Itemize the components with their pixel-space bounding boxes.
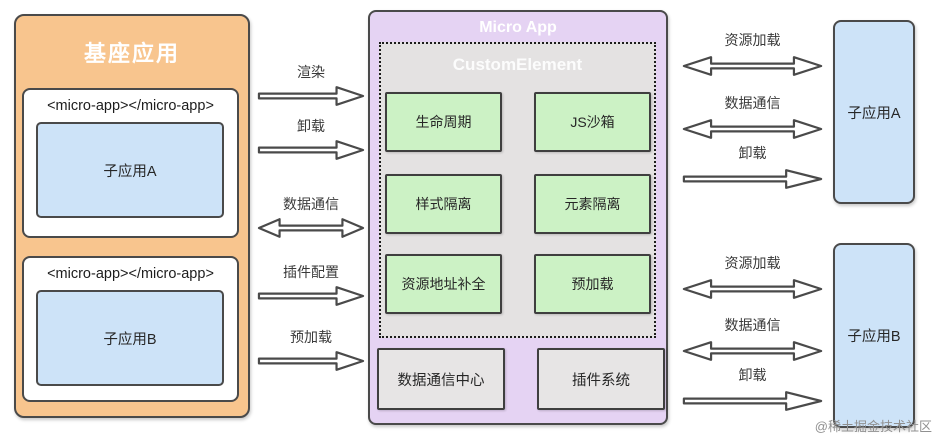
micro-app-title: Micro App <box>479 19 557 36</box>
micro-app-slot-a: <micro-app></micro-app> 子应用A <box>22 88 239 238</box>
base-app-title: 基座应用 <box>83 41 180 66</box>
flow-unmount: 卸载 <box>256 117 366 162</box>
feature-url-completion: 资源地址补全 <box>385 254 502 314</box>
base-app-panel: 基座应用 <micro-app></micro-app> 子应用A <micro… <box>14 14 250 418</box>
flow-b-data-communication: 数据通信 <box>680 316 825 363</box>
flow-b-unmount: 卸载 <box>680 366 825 413</box>
feature-preload: 预加载 <box>534 254 651 314</box>
arrow-right-icon <box>680 167 825 191</box>
module-plugin-system: 插件系统 <box>537 348 665 410</box>
flow-b-data-communication-label: 数据通信 <box>724 317 781 333</box>
feature-lifecycle: 生命周期 <box>385 92 502 152</box>
feature-element-isolation: 元素隔离 <box>534 174 651 234</box>
flow-unmount-label: 卸载 <box>297 118 325 134</box>
custom-element-title: CustomElement <box>452 55 583 74</box>
flow-render: 渲染 <box>256 63 366 108</box>
micro-app-panel: Micro App CustomElement 生命周期 JS沙箱 样式隔离 元… <box>368 10 668 425</box>
arrow-double-icon <box>680 117 825 141</box>
arrow-double-icon <box>680 277 825 301</box>
arrow-double-icon <box>256 216 366 240</box>
sub-app-a-embedded: 子应用A <box>36 122 224 218</box>
custom-element-box: CustomElement 生命周期 JS沙箱 样式隔离 元素隔离 资源地址补全… <box>379 42 656 338</box>
arrow-right-icon <box>680 389 825 413</box>
flow-render-label: 渲染 <box>297 64 325 80</box>
arrow-right-icon <box>256 349 366 373</box>
flow-preload: 预加载 <box>256 328 366 373</box>
watermark: @稀土掘金技术社区 <box>814 419 932 434</box>
sub-app-b-remote: 子应用B <box>833 243 915 428</box>
arrow-double-icon <box>680 54 825 78</box>
flow-a-data-communication: 数据通信 <box>680 94 825 141</box>
sub-app-a-remote: 子应用A <box>833 20 915 204</box>
feature-js-sandbox: JS沙箱 <box>534 92 651 152</box>
flow-a-resource-load: 资源加载 <box>680 31 825 78</box>
flow-a-data-communication-label: 数据通信 <box>724 95 781 111</box>
flow-data-communication: 数据通信 <box>256 195 366 240</box>
arrow-double-icon <box>680 339 825 363</box>
arrow-right-icon <box>256 284 366 308</box>
flow-a-unmount-label: 卸载 <box>738 145 767 161</box>
micro-app-tag-b: <micro-app></micro-app> <box>47 266 214 282</box>
sub-app-b-embedded: 子应用B <box>36 290 224 386</box>
flow-plugin-config-label: 插件配置 <box>283 264 339 280</box>
module-data-center: 数据通信中心 <box>377 348 505 410</box>
flow-a-resource-load-label: 资源加载 <box>724 32 781 48</box>
flow-b-resource-load-label: 资源加载 <box>724 255 781 271</box>
arrow-right-icon <box>256 138 366 162</box>
flow-preload-label: 预加载 <box>290 329 332 345</box>
arrow-right-icon <box>256 84 366 108</box>
flow-plugin-config: 插件配置 <box>256 263 366 308</box>
feature-style-isolation: 样式隔离 <box>385 174 502 234</box>
flow-b-resource-load: 资源加载 <box>680 254 825 301</box>
flow-b-unmount-label: 卸载 <box>738 367 767 383</box>
flow-a-unmount: 卸载 <box>680 144 825 191</box>
flow-data-communication-label: 数据通信 <box>283 196 339 212</box>
micro-app-slot-b: <micro-app></micro-app> 子应用B <box>22 256 239 402</box>
micro-app-tag-a: <micro-app></micro-app> <box>47 98 214 114</box>
